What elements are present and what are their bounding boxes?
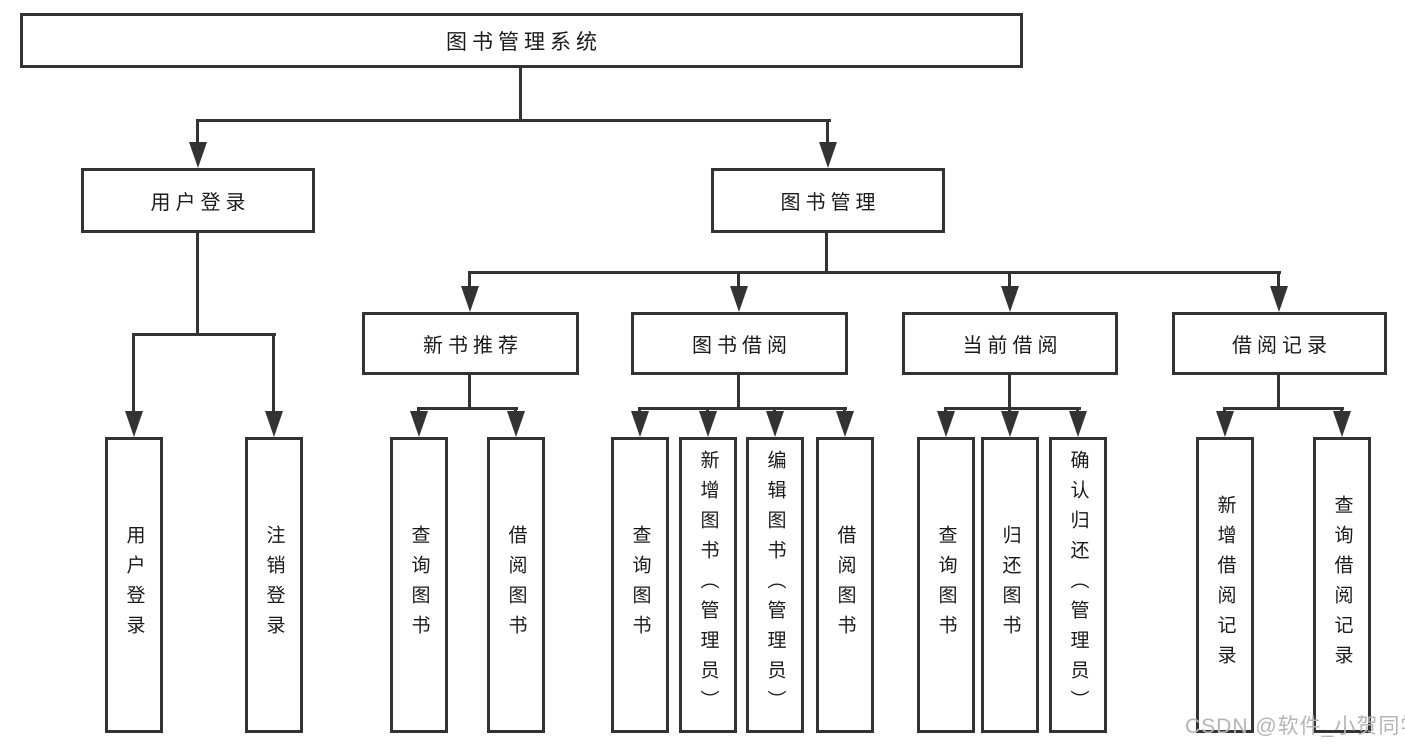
arrow-down-icon [507, 411, 525, 437]
connector-line [468, 271, 1281, 274]
leaf-query-books-current: 查询图书 [917, 437, 975, 733]
arrow-down-icon [1216, 411, 1234, 437]
leaf-return-books: 归还图书 [981, 437, 1039, 733]
arrow-down-icon [265, 411, 283, 437]
connector-line [737, 375, 740, 410]
arrow-down-icon [836, 411, 854, 437]
csdn-watermark: CSDN @软件_小贺同学 [1185, 715, 1405, 738]
connector-line [826, 119, 829, 146]
leaf-edit-books-admin: 编辑图书（管理员） [746, 437, 804, 733]
leaf-borrow-books-borrow: 借阅图书 [816, 437, 874, 733]
arrow-down-icon [766, 411, 784, 437]
node-book-borrow: 图书借阅 [631, 312, 848, 375]
leaf-add-borrow-record: 新增借阅记录 [1196, 437, 1254, 733]
arrow-down-icon [937, 411, 955, 437]
connector-line [196, 233, 199, 336]
connector-line [132, 333, 276, 336]
arrow-down-icon [819, 142, 837, 168]
arrow-down-icon [1001, 411, 1019, 437]
connector-line [1277, 271, 1280, 289]
arrow-down-icon [1270, 286, 1288, 312]
arrow-down-icon [189, 142, 207, 168]
arrow-down-icon [1001, 286, 1019, 312]
arrow-down-icon [1333, 411, 1351, 437]
node-book-management: 图书管理 [711, 168, 945, 233]
connector-line [944, 407, 1081, 410]
node-root: 图书管理系统 [20, 13, 1023, 68]
leaf-query-books-borrow: 查询图书 [611, 437, 669, 733]
connector-line [1008, 271, 1011, 289]
connector-line [737, 271, 740, 289]
connector-line [825, 233, 828, 274]
arrow-down-icon [125, 411, 143, 437]
connector-line [272, 333, 275, 413]
connector-line [196, 119, 831, 122]
connector-line [132, 333, 135, 413]
connector-line [1223, 407, 1344, 410]
leaf-logout: 注销登录 [245, 437, 303, 733]
arrow-down-icon [631, 411, 649, 437]
node-new-book-recommend: 新书推荐 [362, 312, 579, 375]
connector-line [519, 68, 522, 122]
leaf-query-borrow-record: 查询借阅记录 [1313, 437, 1371, 733]
connector-line [468, 375, 471, 410]
node-user-login: 用户登录 [81, 168, 315, 233]
node-borrow-records: 借阅记录 [1172, 312, 1387, 375]
leaf-query-books-newbook: 查询图书 [390, 437, 448, 733]
arrow-down-icon [1069, 411, 1087, 437]
connector-line [1277, 375, 1280, 410]
leaf-confirm-return-admin: 确认归还（管理员） [1049, 437, 1107, 733]
arrow-down-icon [461, 286, 479, 312]
node-current-borrow: 当前借阅 [902, 312, 1118, 375]
arrow-down-icon [730, 286, 748, 312]
connector-line [1008, 375, 1011, 410]
connector-line [638, 407, 847, 410]
leaf-borrow-books-newbook: 借阅图书 [487, 437, 545, 733]
leaf-user-login: 用户登录 [105, 437, 163, 733]
connector-line [196, 119, 199, 146]
arrow-down-icon [699, 411, 717, 437]
leaf-add-books-admin: 新增图书（管理员） [679, 437, 737, 733]
connector-line [468, 271, 471, 289]
connector-line [417, 407, 518, 410]
arrow-down-icon [410, 411, 428, 437]
